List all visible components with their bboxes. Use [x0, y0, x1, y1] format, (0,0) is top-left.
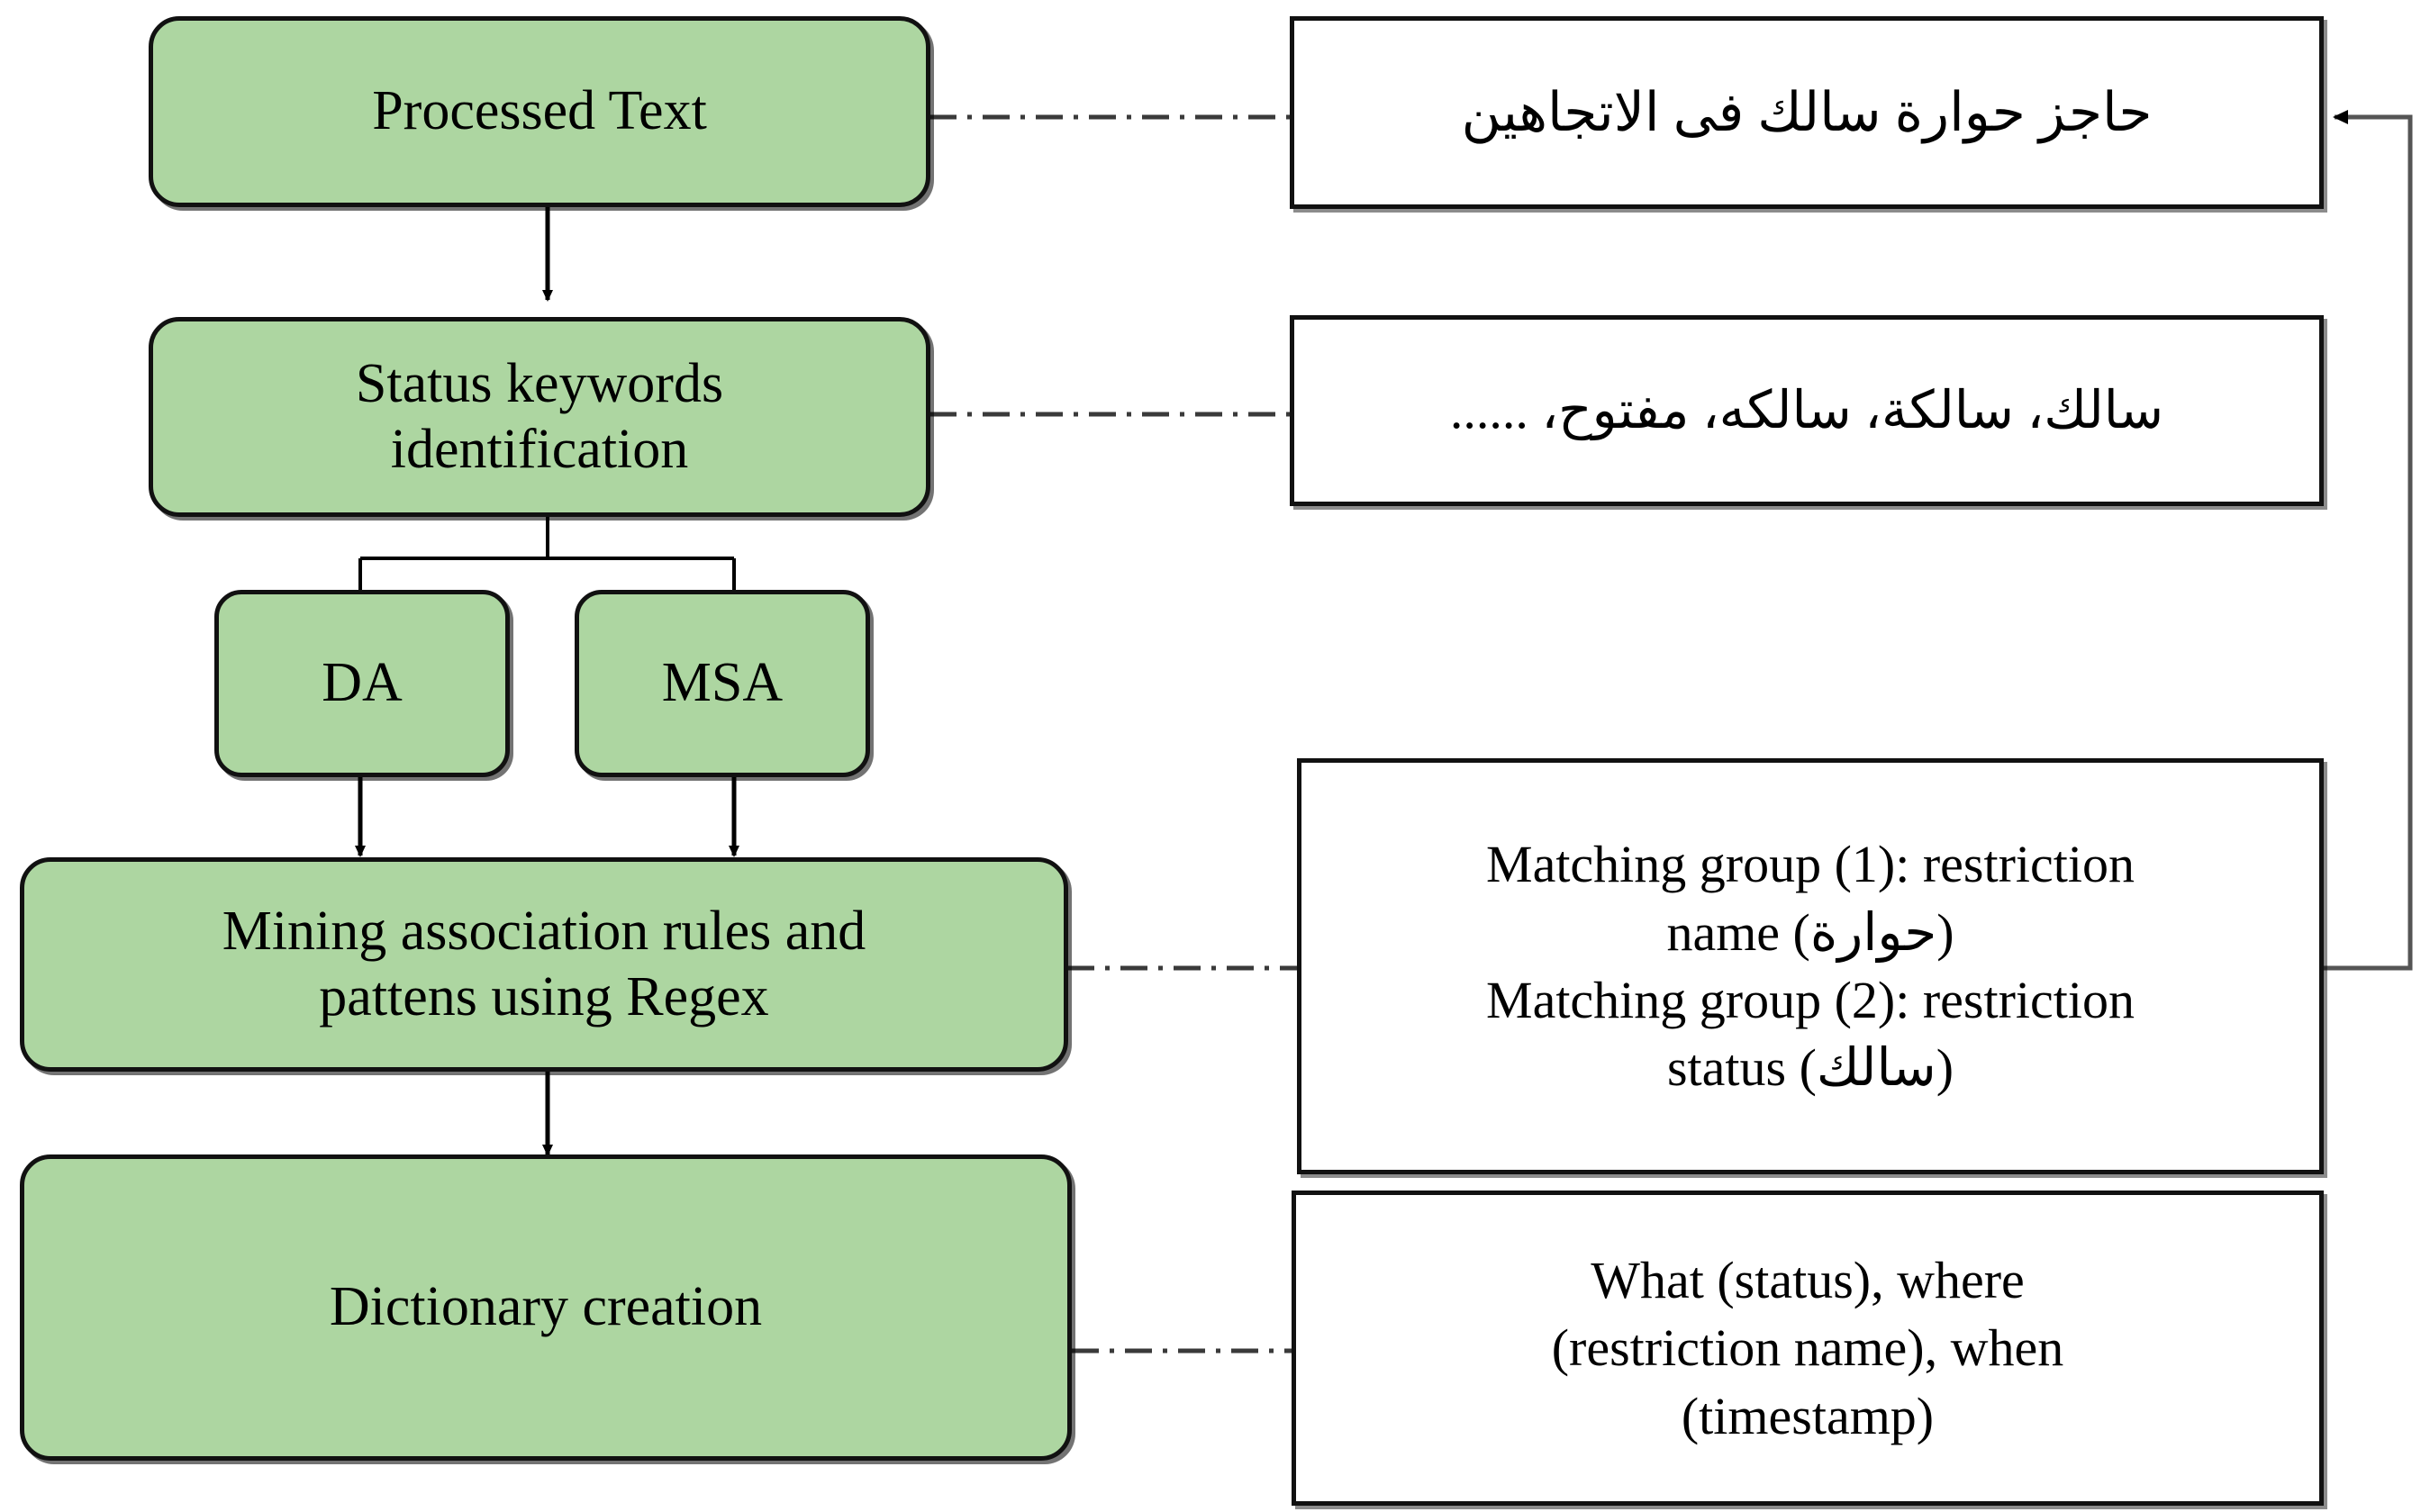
note-processed-text-line1: حاجز حوارة سالك فى الاتجاهين [1461, 83, 2153, 142]
note-matching-groups-line1: Matching group (1): restriction [1486, 835, 2135, 894]
node-da[interactable]: DA [214, 590, 510, 777]
node-da-label: DA [322, 652, 403, 714]
note-matching-groups-line4: status (سالك) [1666, 1038, 1954, 1098]
note-status-keywords-body: سالك، سالكة، سالكه، مفتوح، ...... [1310, 376, 2303, 444]
note-status-keywords[interactable]: سالك، سالكة، سالكه، مفتوح، ...... [1290, 315, 2324, 506]
node-dictionary[interactable]: Dictionary creation [20, 1154, 1072, 1461]
node-mining-label: Mining association rules and pattens usi… [222, 899, 866, 1030]
node-mining-label-line2: pattens using Regex [319, 966, 769, 1028]
note-dictionary-line3: (timestamp) [1681, 1386, 1935, 1445]
node-mining-label-line1: Mining association rules and [222, 900, 866, 962]
note-processed-text[interactable]: حاجز حوارة سالك فى الاتجاهين [1290, 16, 2324, 209]
node-status-keywords-label: Status keywords identification [356, 351, 723, 483]
node-status-keywords-label-line1: Status keywords [355, 352, 724, 414]
node-mining[interactable]: Mining association rules and pattens usi… [20, 857, 1068, 1072]
feedback-loop [2322, 110, 2413, 971]
note-matching-groups-line3: Matching group (2): restriction [1486, 971, 2135, 1029]
note-dictionary-line1: What (status), where [1591, 1250, 2025, 1309]
branch-status-to-da-msa [358, 515, 736, 593]
node-processed-text-label: Processed Text [372, 80, 707, 142]
node-dictionary-label: Dictionary creation [329, 1276, 763, 1338]
note-matching-groups-line2: name (حوارة) [1666, 902, 1954, 962]
note-processed-text-body: حاجز حوارة سالك فى الاتجاهين [1310, 77, 2303, 148]
node-msa-label: MSA [661, 652, 784, 714]
node-processed-text[interactable]: Processed Text [149, 16, 930, 207]
node-status-keywords[interactable]: Status keywords identification [149, 317, 930, 517]
note-status-keywords-line1: سالك، سالكة، سالكه، مفتوح، ...... [1449, 381, 2164, 440]
node-status-keywords-label-line2: identification [390, 419, 689, 480]
note-dictionary-body: What (status), where (restriction name),… [1312, 1246, 2303, 1450]
note-matching-groups[interactable]: Matching group (1): restriction name (حو… [1297, 758, 2324, 1174]
node-msa[interactable]: MSA [575, 590, 870, 777]
note-matching-groups-body: Matching group (1): restriction name (حو… [1318, 830, 2303, 1102]
note-dictionary[interactable]: What (status), where (restriction name),… [1292, 1191, 2324, 1506]
note-dictionary-line2: (restriction name), when [1551, 1318, 2064, 1378]
